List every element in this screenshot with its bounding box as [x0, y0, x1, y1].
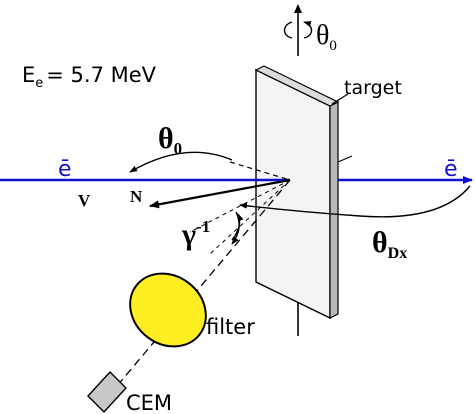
cem-detector	[87, 370, 127, 414]
target-leader-line	[331, 93, 349, 105]
normal-vector-N	[149, 178, 291, 209]
velocity-label: V	[78, 191, 91, 210]
svg-text:θ0: θ0	[158, 122, 182, 158]
plate-tick	[337, 155, 353, 163]
gamma-angle-arc-back	[231, 213, 244, 241]
target-plate	[254, 65, 340, 320]
svg-text:θ0: θ0	[316, 20, 337, 54]
filter-disk	[129, 272, 207, 348]
thetaDx-subscript: Dx	[388, 245, 408, 262]
electron-in-label: ē	[58, 157, 72, 182]
plate-plane-dashed-line	[229, 161, 291, 181]
target-label: target	[344, 77, 402, 99]
gamma-symbol: γ	[181, 218, 196, 251]
gamma-cone-line-upper	[189, 179, 291, 233]
svg-text:θDx: θDx	[372, 226, 407, 262]
rotation-axis-arrowhead	[294, 4, 302, 13]
electron-out-label: ē	[444, 157, 458, 182]
thetaDx-arc	[239, 185, 471, 218]
thetaDx-symbol: θ	[372, 226, 388, 259]
rotation-arrow-icon	[283, 22, 313, 39]
energy-subscript: e	[35, 76, 43, 91]
theta0-top-subscript: 0	[329, 38, 337, 54]
gamma-exponent: -1	[196, 217, 210, 236]
filter-label: filter	[206, 315, 255, 339]
energy-value: = 5.7 MeV	[46, 63, 156, 87]
theta0-top-symbol: θ	[316, 20, 329, 51]
normal-label: N	[130, 187, 143, 206]
observation-line-dashed	[111, 179, 291, 393]
cem-label: CEM	[126, 391, 172, 414]
svg-text:γ-1: γ-1	[181, 217, 210, 251]
theta0-left-symbol: θ	[158, 122, 174, 155]
theta0-arc	[129, 151, 233, 173]
theta0-left-subscript: 0	[174, 139, 183, 158]
svg-text:Ee= 5.7 MeV: Ee= 5.7 MeV	[22, 63, 157, 91]
gamma-cone-line-lower	[209, 179, 291, 255]
energy-label: E	[22, 63, 35, 87]
